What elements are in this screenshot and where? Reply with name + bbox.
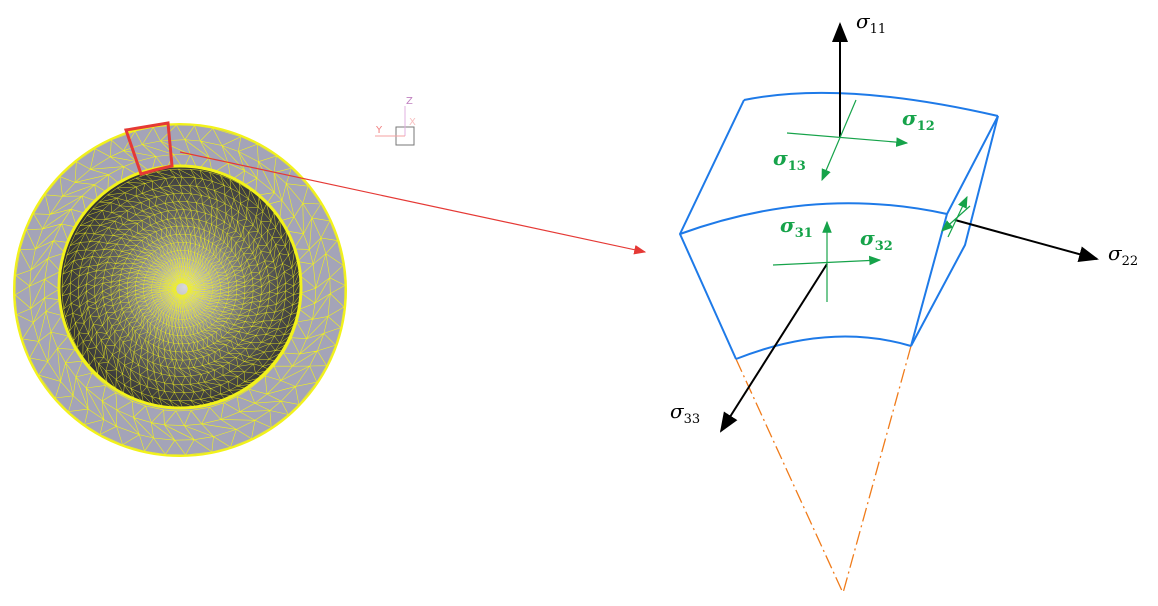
- cone-lines: [735, 345, 912, 594]
- top-back-arc: [743, 91, 999, 117]
- callout-arrow: [179, 151, 647, 255]
- label-sigma33: σ33: [670, 399, 700, 427]
- triad-y-label: Y: [375, 125, 383, 136]
- inner-mesh-lines: [61, 168, 303, 410]
- sigma23-arrow: [941, 205, 971, 232]
- sigma33-arrow: [719, 263, 828, 433]
- sphere-mesh: [13, 121, 347, 457]
- inner-rim: [57, 164, 303, 410]
- right-back-edge: [910, 115, 999, 347]
- normal-stress-axes: [719, 22, 1099, 433]
- sigma32-arrow: [772, 255, 882, 266]
- left-edges: [678, 99, 745, 360]
- cone-right: [842, 345, 912, 594]
- shear-stress-arrows: [772, 99, 971, 302]
- label-sigma12: σ12: [902, 106, 935, 134]
- label-sigma22: σ22: [1108, 241, 1138, 269]
- label-sigma31: σ31: [780, 213, 813, 241]
- triad-x-label: X: [409, 117, 416, 128]
- selected-element-outline: [124, 121, 174, 176]
- sigma13-arrow: [821, 99, 857, 182]
- element-block: [678, 91, 999, 360]
- sigma12-arrow: [786, 132, 909, 147]
- cone-left: [735, 358, 844, 594]
- top-front-arc: [679, 202, 948, 235]
- triad-z-label: Z: [406, 96, 413, 107]
- axis-triad: Z Y X: [375, 96, 416, 146]
- bottom-front-arc: [735, 335, 912, 360]
- mesh-edges: [61, 168, 303, 410]
- label-sigma13: σ13: [773, 146, 806, 174]
- label-sigma32: σ32: [860, 226, 893, 254]
- label-sigma11: σ11: [856, 9, 886, 37]
- front-right-edge: [910, 115, 999, 347]
- labels: σ11 σ12 σ13 σ22 σ31 σ32 σ33: [670, 9, 1138, 427]
- sigma22-arrow: [954, 219, 1099, 262]
- inner-cavity: [59, 166, 301, 408]
